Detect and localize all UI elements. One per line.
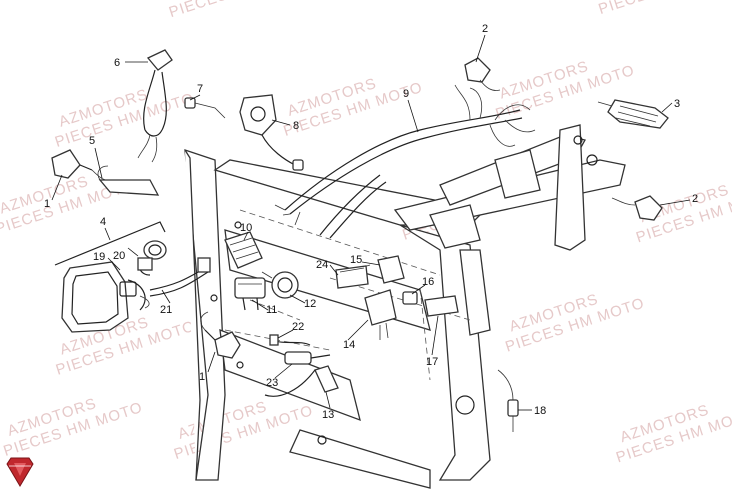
part-22: [269, 334, 311, 346]
label-3: 3: [674, 98, 680, 110]
headlight-wiring: [137, 240, 211, 309]
chassis-frame: [184, 124, 626, 489]
label-8: 8: [293, 120, 299, 132]
label-1-top: 1: [44, 198, 50, 210]
leader-lines: [51, 34, 691, 411]
regulator-rectifier: [224, 231, 263, 269]
cdi-unit: [364, 289, 397, 340]
ignition-coil: [234, 277, 266, 311]
watermark-line2: PIECES HM MOTO: [596, 0, 732, 18]
rear-reflector: [597, 99, 669, 129]
label-6: 6: [114, 57, 120, 69]
label-18: 18: [534, 405, 546, 417]
label-4: 4: [100, 216, 106, 228]
label-11: 11: [266, 304, 277, 316]
turn-signal-front-left: [51, 149, 113, 181]
label-16: 16: [422, 276, 434, 288]
label-12: 12: [304, 298, 316, 310]
handlebar-switch: [137, 49, 173, 163]
watermarks: AZMOTORS PIECES HM MOTO AZMOTORS PIECES …: [0, 0, 732, 466]
watermark-line2: PIECES HM MOTO: [167, 0, 311, 21]
label-22: 22: [292, 321, 304, 333]
label-20: 20: [113, 250, 125, 262]
indicator-bracket: [97, 165, 160, 196]
sensor-18: [497, 369, 519, 432]
ignition-switch: [239, 94, 304, 171]
spark-plug-cap: [264, 365, 339, 397]
relay-24: [335, 265, 369, 289]
label-17: 17: [426, 356, 438, 368]
label-14: 14: [343, 339, 355, 351]
label-15: 15: [350, 254, 362, 266]
label-7: 7: [197, 83, 203, 95]
part-23: [284, 351, 331, 365]
label-9: 9: [403, 88, 409, 100]
turn-signal-rear-right: [611, 195, 663, 221]
label-1-bottom: 1: [199, 371, 205, 383]
horn: [261, 271, 299, 299]
turn-signal-front-right: [200, 311, 241, 359]
neutral-switch: [184, 97, 226, 119]
label-10: 10: [240, 222, 252, 234]
label-24: 24: [316, 259, 328, 271]
wiring-harness: [274, 84, 536, 239]
label-2-right: 2: [692, 193, 698, 205]
label-21: 21: [160, 304, 172, 316]
starter-relay: [424, 295, 459, 317]
flasher-relay: [402, 291, 418, 305]
label-2-top: 2: [482, 23, 488, 35]
brand-logo: [6, 457, 34, 487]
turn-signal-rear-top: [464, 57, 501, 91]
label-19: 19: [93, 251, 105, 263]
label-13: 13: [322, 409, 334, 421]
label-5: 5: [89, 135, 95, 147]
headlight: [54, 221, 166, 333]
part-labels: 6 7 8 9 2 3 2 5 1 4 10 20 19 24 15 16 12…: [44, 23, 698, 421]
label-23: 23: [266, 377, 278, 389]
